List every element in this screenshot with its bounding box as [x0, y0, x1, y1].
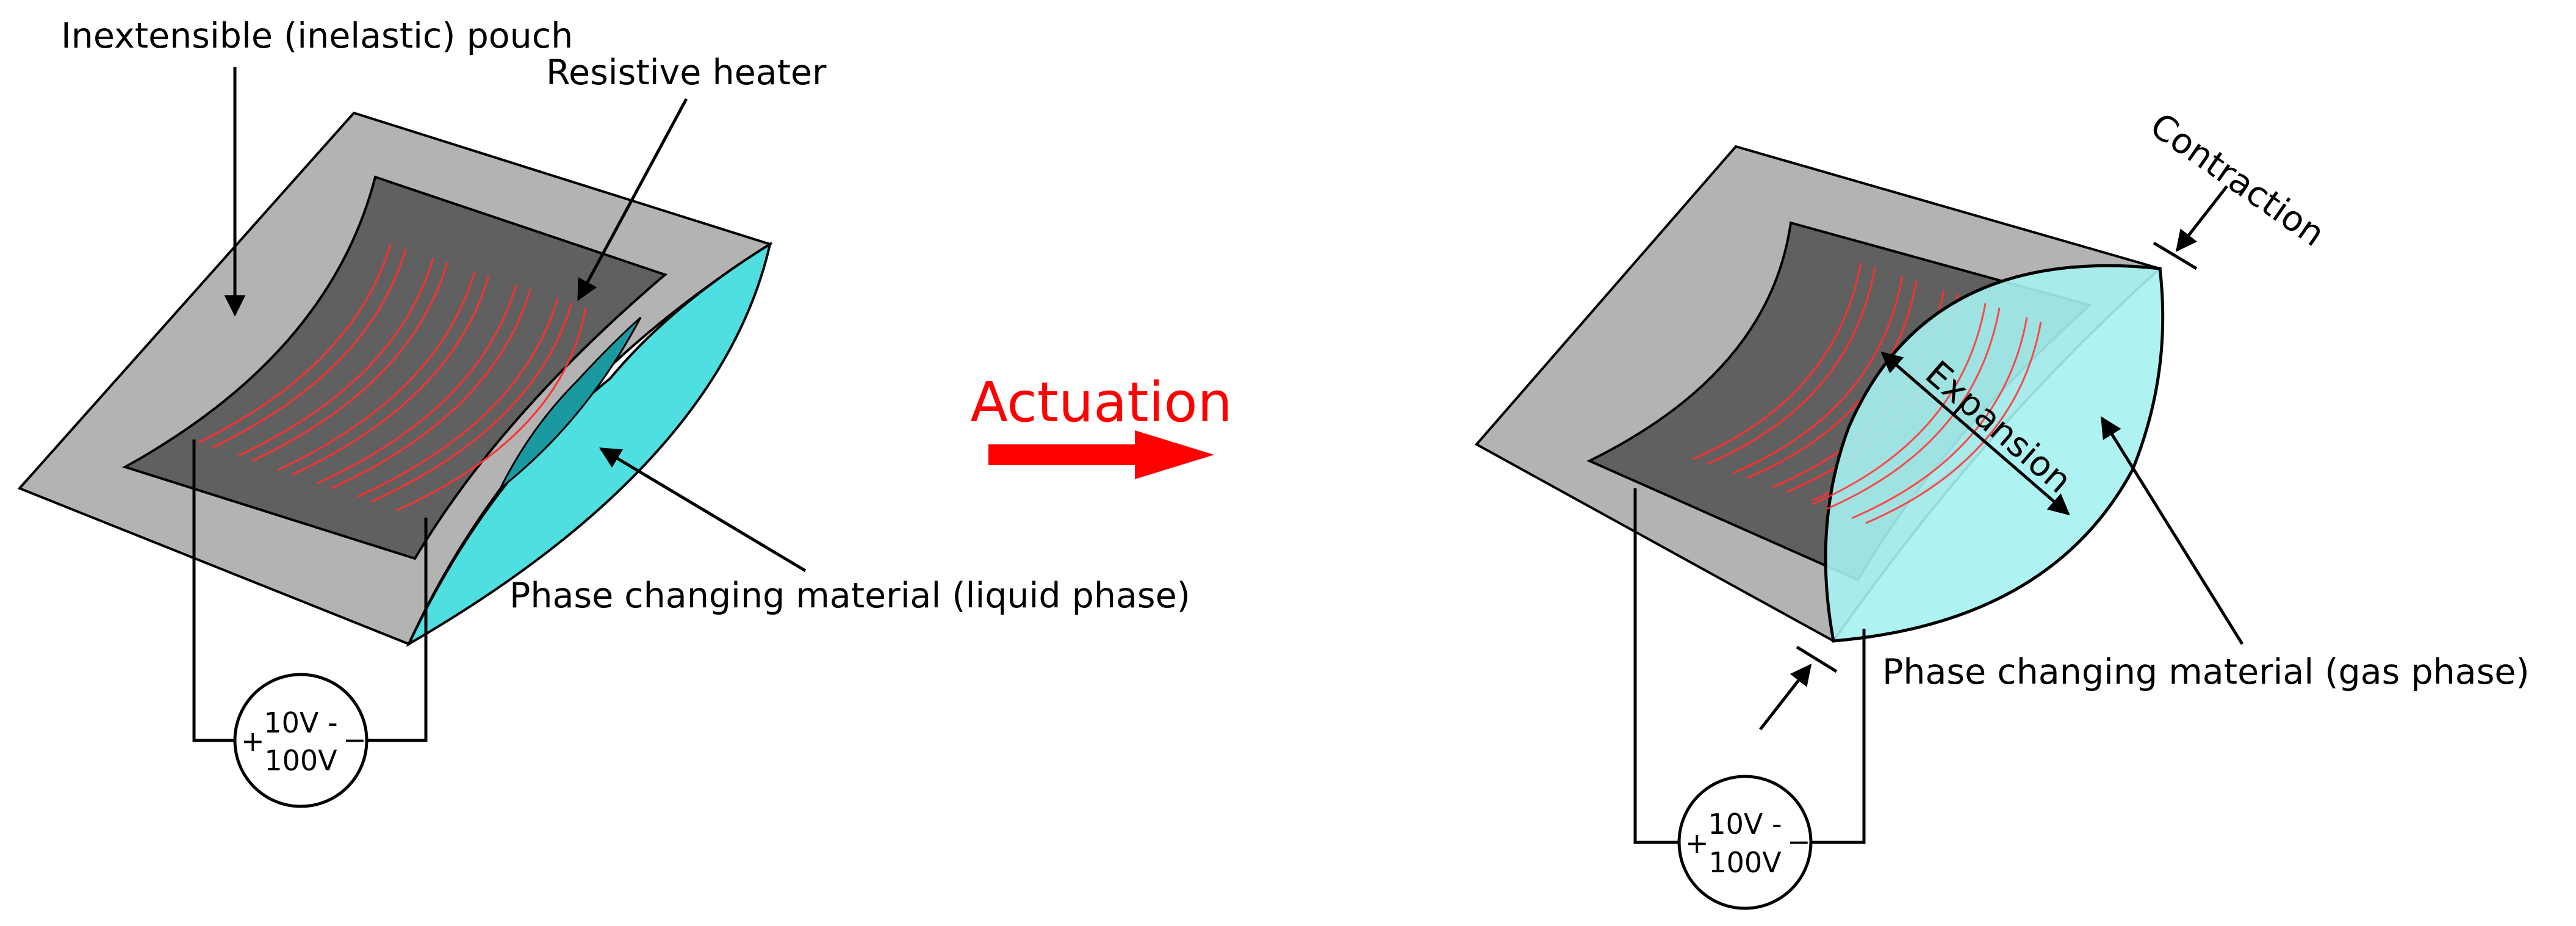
right-wire-plus — [1633, 488, 1679, 844]
label-gas: Phase changing material (gas phase) — [1882, 652, 2530, 692]
left-supply-range-bottom: 100V — [264, 744, 337, 777]
left-supply-minus: − — [343, 723, 367, 756]
left-liquid-pcm — [406, 241, 772, 647]
pointer-gas — [2100, 416, 2244, 645]
pointer-heater — [577, 98, 688, 302]
left-wire-minus — [366, 518, 428, 742]
contraction-tick-bottom — [1796, 645, 1838, 673]
right-supply-plus: + — [1685, 827, 1709, 859]
pointer-liquid — [599, 447, 807, 573]
contraction-tick-top — [2153, 241, 2198, 270]
actuation-label: Actuation — [970, 371, 1232, 435]
left-wire-plus — [192, 439, 235, 742]
right-supply-range-top: 10V - — [1708, 808, 1782, 841]
right-wire-minus — [1812, 629, 1866, 844]
pointer-contraction-bottom — [1759, 664, 1812, 731]
right-actuator: + − 10V - 100V Contraction Expansion Pha… — [1474, 105, 2530, 910]
expansion-arrow — [1880, 351, 2070, 516]
left-heater-traces — [198, 244, 587, 512]
right-supply-minus: − — [1787, 825, 1811, 858]
label-pouch: Inextensible (inelastic) pouch — [61, 16, 573, 56]
label-heater: Resistive heater — [546, 52, 827, 93]
pointer-contraction-top — [2175, 185, 2228, 252]
left-heater-pad — [121, 175, 667, 560]
left-liquid-shadow — [499, 316, 642, 490]
left-supply-plus: + — [241, 725, 265, 758]
label-contraction: Contraction — [2143, 105, 2332, 255]
left-actuator: + − 10V - 100V Inextensible (inelastic) … — [17, 16, 1190, 808]
label-liquid: Phase changing material (liquid phase) — [509, 576, 1190, 616]
actuation-arrow — [988, 430, 1214, 479]
right-supply-range-bottom: 100V — [1708, 846, 1782, 879]
right-power-supply — [1677, 775, 1813, 910]
actuation-indicator: Actuation — [970, 371, 1232, 479]
left-supply-range-top: 10V - — [264, 706, 337, 739]
left-power-supply — [233, 673, 369, 808]
